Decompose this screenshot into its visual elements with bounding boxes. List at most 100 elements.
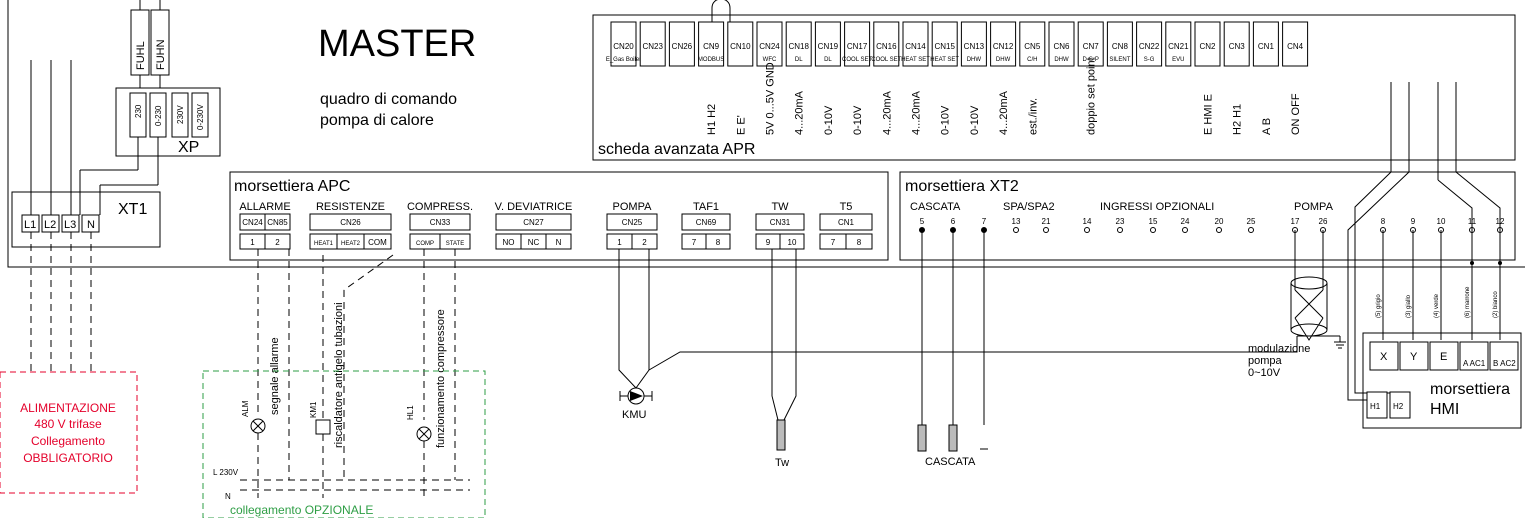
apr-connector-signal: 0-10V xyxy=(852,105,864,135)
apc-pin-label: HEAT2 xyxy=(341,241,361,247)
apr-connector-sub: MODBUS xyxy=(698,57,724,63)
apc-group-title: TAF1 xyxy=(693,201,719,213)
apr-connector-id: CN16 xyxy=(876,42,897,51)
hmi-label-1: morsettiera xyxy=(1430,381,1510,398)
apc-label: morsettiera APC xyxy=(234,178,350,195)
xt2-terminal-25: 25 xyxy=(1247,217,1256,233)
bus-l-label: L 230V xyxy=(213,468,239,477)
apc-cn-label: CN27 xyxy=(523,218,544,227)
hmi-label-2: HMI xyxy=(1430,401,1459,418)
power-line-3: Collegamento xyxy=(31,434,105,448)
apc-pin-label: COM xyxy=(368,238,387,247)
hmi-terminal-x: X xyxy=(1380,351,1388,363)
apr-connector-id: CN10 xyxy=(730,42,751,51)
apr-connector-sub: WFC xyxy=(763,57,777,63)
xt2-terminal-number: 24 xyxy=(1181,217,1190,226)
apr-connector-id: CN17 xyxy=(847,42,868,51)
apc-pin-label: HEAT1 xyxy=(314,241,334,247)
hmi-wire-giallo: (3) giallo xyxy=(1406,294,1412,318)
apc-pin-label: STATE xyxy=(446,241,464,247)
apr-connector-sub: COOL SET xyxy=(842,57,872,63)
hmi-terminal-a-ac1: A AC1 xyxy=(1463,359,1486,368)
hmi-wire-verde: (4) verde xyxy=(1434,293,1440,318)
apc-group-title: ALLARME xyxy=(239,201,290,213)
xt2-terminal-24: 24 xyxy=(1181,217,1190,233)
xt2-terminal-20: 20 xyxy=(1215,217,1224,233)
modulation-line-1: modulazione xyxy=(1248,343,1310,355)
apr-connector-id: CN20 xyxy=(613,42,634,51)
apr-connector-sub: SILENT xyxy=(1109,57,1130,63)
apr-connector-sub: COOL SET xyxy=(871,57,901,63)
xt2-terminal-number: 23 xyxy=(1116,217,1125,226)
tw-label: Tw xyxy=(775,457,789,469)
apc-cn-label: CN69 xyxy=(696,218,717,227)
xt2-terminal-13: 13 xyxy=(1012,217,1021,233)
apr-connector-sub: HEAT SET xyxy=(901,57,930,63)
apc-cn-label: CN26 xyxy=(340,218,361,227)
relay-label: KM1 xyxy=(309,401,318,418)
apr-connector-id: CN21 xyxy=(1168,42,1189,51)
apr-connector-id: CN23 xyxy=(642,42,663,51)
hmi-lower-h2: H2 xyxy=(1393,402,1404,411)
xt2-group-spa: SPA/SPA2 xyxy=(1003,201,1055,213)
apr-connector-signal: 0-10V xyxy=(940,105,952,135)
apr-connector-id: CN13 xyxy=(964,42,985,51)
apr-connector-sub: S-G xyxy=(1144,57,1155,63)
xt2-terminal-number: 7 xyxy=(982,217,987,226)
apr-connector-id: CN3 xyxy=(1229,42,1246,51)
power-line-4: OBBLIGATORIO xyxy=(23,451,113,465)
apr-connector-id: CN6 xyxy=(1053,42,1070,51)
apr-board-label: scheda avanzata APR xyxy=(598,141,755,158)
apr-connector-sub: HEAT SET xyxy=(930,57,959,63)
apr-connector-id: CN8 xyxy=(1112,42,1129,51)
apc-pin-label: 10 xyxy=(788,238,797,247)
apc-group-title: POMPA xyxy=(613,201,653,213)
hmi-lower-h1: H1 xyxy=(1370,402,1381,411)
xt2-terminal-number: 14 xyxy=(1083,217,1092,226)
apc-group-title: T5 xyxy=(840,201,853,213)
xt2-terminal-number: 15 xyxy=(1149,217,1158,226)
apc-pin-label: NO xyxy=(503,238,515,247)
xt2-terminal-21: 21 xyxy=(1042,217,1051,233)
apc-cn-label: CN24 xyxy=(242,218,263,227)
xt2-terminal-number: 20 xyxy=(1215,217,1224,226)
comp-lamp-label: HL1 xyxy=(406,405,415,420)
apr-connector-sub: C/H xyxy=(1027,57,1037,63)
apr-connector-id: CN2 xyxy=(1199,42,1216,51)
apr-connector-sub: DHW xyxy=(1054,57,1069,63)
apr-connector-cn23: CN23 xyxy=(639,21,666,67)
apr-connector-signal: H1 H2 xyxy=(706,104,718,135)
xt2-terminal-number: 6 xyxy=(951,217,956,226)
apr-connector-id: CN9 xyxy=(703,42,720,51)
apr-connector-sub: DHW xyxy=(996,57,1011,63)
apr-connector-signal: est./inv. xyxy=(1027,98,1039,135)
apr-connector-id: CN7 xyxy=(1083,42,1100,51)
field-wiring: ALM segnale allarme KM1 riscaldatore ant… xyxy=(202,230,1522,518)
fuse-label-fuhl: FUHL xyxy=(135,41,147,70)
apr-connector-signal: E E' xyxy=(735,115,747,135)
apc-pin-label: 1 xyxy=(250,238,255,247)
apr-connector-id: CN12 xyxy=(993,42,1014,51)
apr-connector-signal: 4...20mA xyxy=(794,90,806,135)
xt2-group-pompa: POMPA xyxy=(1294,201,1334,213)
hmi-terminal-b-ac2: B AC2 xyxy=(1493,359,1516,368)
xp-terminal-4: 0-230V xyxy=(196,104,205,130)
apr-connector-signal: 4...20mA xyxy=(998,90,1010,135)
apr-connector-signal: doppio set point xyxy=(1086,57,1098,135)
xt2-terminal-board: morsettiera XT2 CASCATA SPA/SPA2 INGRESS… xyxy=(899,82,1516,401)
